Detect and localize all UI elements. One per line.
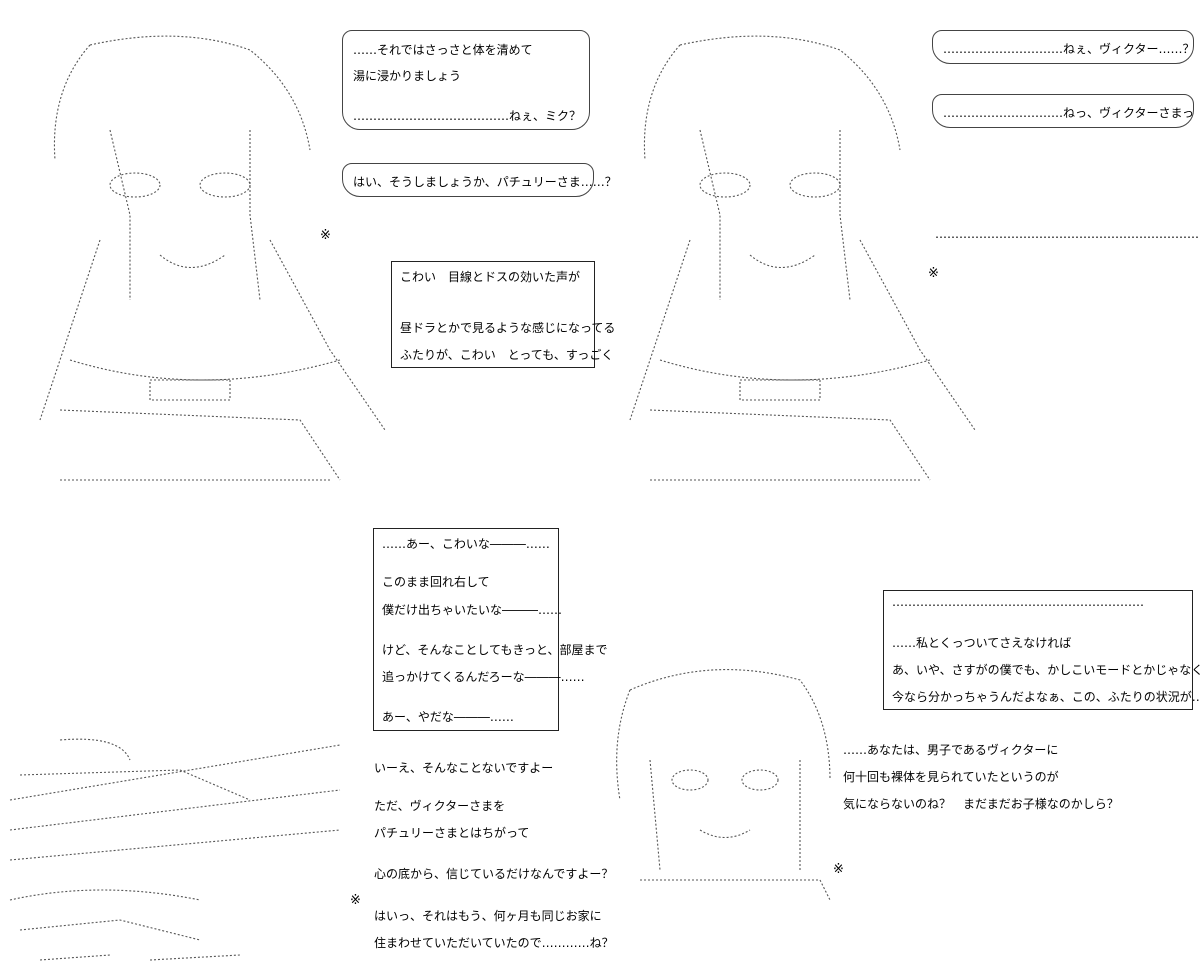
dialogue-line: 気にならないのね？ まだまだお子様なのかしら？ — [843, 797, 1119, 811]
figure-bottom-right — [616, 669, 831, 901]
reference-mark: ※ — [928, 266, 939, 281]
narration-box: ……あー、こわいな―――…… このまま回れ右して 僕だけ出ちゃいたいな―――……… — [373, 528, 607, 731]
bubble-line: ……それではさっさと体を清めて — [353, 43, 533, 57]
dialogue-line: 心の底から、信じているだけなんですよー？ — [374, 867, 614, 881]
narration-line: 追っかけてくるんだろーな―――…… — [382, 670, 585, 684]
bubble-line: はい、そうしましょうか、パチュリーさま……？ — [353, 175, 617, 189]
narration-line: ふたりが、こわい とっても、すっごく — [400, 348, 614, 362]
bubble-line: …………………………ねぇ、ヴィクター……？ — [943, 42, 1195, 56]
bubble-line: …………………………ねっ、ヴィクターさまっ — [943, 106, 1195, 120]
dialogue-line: ……あなたは、男子であるヴィクターに — [843, 743, 1059, 757]
narration-line: 今なら分かっちゃうんだよなぁ、この、ふたりの状況が…… — [892, 690, 1200, 704]
dialogue-line: ただ、ヴィクターさまを — [374, 799, 506, 813]
narration-line: 昼ドラとかで見るような感じになってる — [400, 321, 616, 335]
dialogue-line: パチュリーさまとはちがって — [374, 826, 530, 840]
bubble-line: 湯に浸かりましょう — [353, 69, 462, 83]
reference-mark: ※ — [350, 893, 361, 908]
dialogue-text: …………………………………………………………あ、うん — [935, 227, 1200, 241]
narration-line: このまま回れ右して — [382, 575, 490, 589]
narration-line: あー、やだな―――…… — [382, 710, 514, 724]
dialogue-line: 何十回も裸体を見られていたというのが — [843, 770, 1059, 784]
reference-mark: ※ — [320, 228, 331, 243]
bubble-line: …………………………………ねぇ、ミク？ — [353, 109, 582, 123]
speech-bubble-1: ……それではさっさと体を清めて 湯に浸かりましょう …………………………………ね… — [342, 30, 590, 130]
narration-line: ……あー、こわいな―――…… — [382, 537, 550, 551]
dialogue-line: 住まわせていただいていたので…………ね？ — [374, 936, 614, 950]
narration-box: ……………………………………………………… ……私とくっついてさえなければ あ、… — [883, 590, 1200, 710]
narration-box: こわい 目線とドスの効いた声が 昼ドラとかで見るような感じになってる ふたりが、… — [391, 261, 615, 368]
reference-mark: ※ — [833, 862, 844, 877]
dialogue-line: いーえ、そんなことないですよー — [374, 761, 554, 775]
speech-bubble-3: …………………………ねぇ、ヴィクター……？ — [932, 30, 1195, 64]
narration-line: ……………………………………………………… — [892, 595, 1144, 609]
figure-top-right — [629, 35, 976, 481]
narration-line: 僕だけ出ちゃいたいな―――…… — [382, 603, 563, 617]
speech-bubble-4: …………………………ねっ、ヴィクターさまっ — [932, 94, 1194, 128]
narration-line: こわい 目線とドスの効いた声が — [400, 270, 581, 284]
figure-bottom-left — [9, 738, 341, 961]
narration-line: あ、いや、さすがの僕でも、かしこいモードとかじゃなくても — [892, 663, 1200, 677]
narration-line: ……私とくっついてさえなければ — [892, 636, 1072, 650]
dialogue-line: はいっ、それはもう、何ヶ月も同じお家に — [374, 909, 602, 923]
figure-top-left — [39, 35, 386, 481]
speech-bubble-2: はい、そうしましょうか、パチュリーさま……？ — [342, 163, 617, 197]
narration-line: けど、そんなことしてもきっと、部屋まで — [382, 643, 608, 657]
